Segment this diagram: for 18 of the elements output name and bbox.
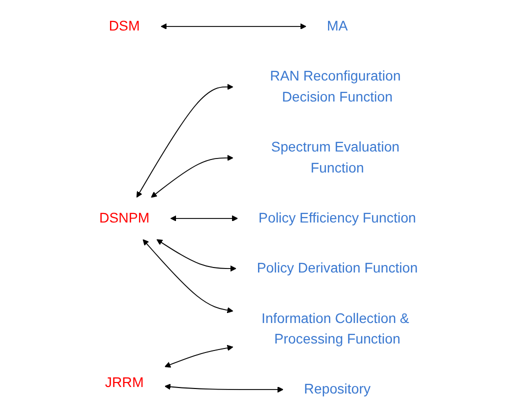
arrow [164, 384, 284, 393]
node-text: Policy Derivation Function [256, 260, 418, 276]
node-text: RAN Reconfiguration Decision Function [270, 68, 401, 106]
arrow [136, 84, 234, 198]
node-text: DSNPM [99, 210, 150, 226]
node-text: MA [326, 18, 348, 34]
arrow [150, 154, 234, 198]
arrow [142, 239, 234, 314]
node-text: Information Collection & Processing Function [262, 310, 410, 348]
node-text: Policy Efficiency Function [258, 210, 416, 226]
node-text: JRRM [105, 374, 144, 390]
node-text: Repository [304, 382, 371, 398]
node-text: DSM [108, 18, 140, 34]
arrow [156, 239, 236, 272]
arrow [170, 215, 238, 222]
arrow [164, 344, 234, 368]
arrow [160, 23, 306, 30]
node-text: Spectrum Evaluation Function [271, 140, 400, 176]
